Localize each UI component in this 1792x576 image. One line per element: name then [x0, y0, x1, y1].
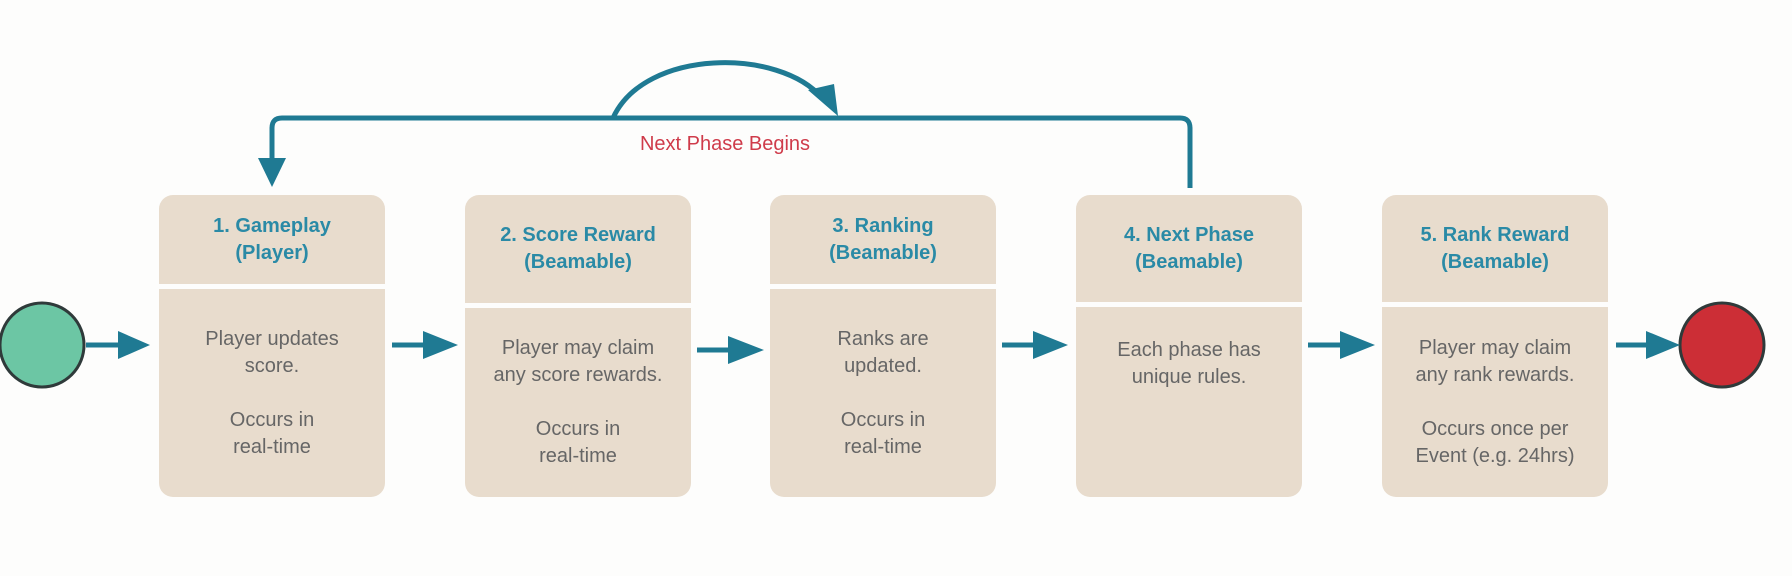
flow-arrow-4-head	[1033, 331, 1068, 359]
step-body-line3: Occurs in	[229, 408, 315, 431]
step-body-line4: real-time	[539, 445, 617, 467]
step-box-ranking: 3. Ranking (Beamable) Ranks are updated.…	[770, 195, 996, 497]
step-title-line2: (Beamable)	[829, 241, 937, 264]
step-body-line2: updated.	[844, 354, 922, 377]
loop-arrowhead	[258, 158, 286, 187]
step-title-line1: 4. Next Phase	[1123, 223, 1255, 246]
step-body-line3: Occurs in	[840, 408, 926, 431]
flow-arrow-5-head	[1340, 331, 1375, 359]
step-body-line4: real-time	[844, 435, 922, 458]
step-body-line3: Occurs once per	[1421, 417, 1569, 440]
step-title: 2. Score Reward (Beamable)	[465, 195, 691, 303]
end-node	[1678, 301, 1766, 389]
step-title-line2: (Beamable)	[524, 251, 632, 273]
step-body-line1: Player updates	[205, 327, 339, 350]
loop-arc	[610, 60, 824, 120]
step-title-line2: (Beamable)	[1135, 250, 1243, 273]
flow-arrow-3-head	[728, 336, 764, 364]
loop-label: Next Phase Begins	[639, 133, 811, 155]
step-title: 3. Ranking (Beamable)	[770, 195, 996, 284]
loop-arc-arrowhead	[808, 84, 838, 116]
step-title-line1: 3. Ranking	[832, 214, 934, 237]
step-divider	[465, 303, 691, 308]
step-body-line2: unique rules.	[1131, 366, 1247, 388]
step-body-line1: Each phase has	[1117, 339, 1261, 361]
step-body-line1: Player may claim	[501, 337, 655, 359]
step-title: 1. Gameplay (Player)	[159, 195, 385, 284]
step-title-line1: 5. Rank Reward	[1420, 223, 1570, 246]
step-title: 4. Next Phase (Beamable)	[1076, 195, 1302, 302]
step-box-gameplay: 1. Gameplay (Player) Player updates scor…	[159, 195, 385, 497]
step-body-line2: any score rewards.	[493, 364, 663, 386]
step-title-line1: 1. Gameplay	[213, 214, 331, 237]
step-box-next-phase: 4. Next Phase (Beamable) Each phase has …	[1076, 195, 1302, 497]
step-body-line2: any rank rewards.	[1415, 363, 1575, 386]
step-title-line2: (Player)	[235, 241, 309, 264]
step-divider	[1382, 302, 1608, 307]
start-node	[0, 301, 86, 389]
step-body-line3: Occurs in	[535, 418, 621, 440]
step-body-line2: score.	[244, 354, 300, 377]
step-body: Player may claim any score rewards. Occu…	[465, 308, 691, 497]
step-body: Each phase has unique rules.	[1076, 307, 1302, 497]
flow-arrow-1-head	[118, 331, 150, 359]
step-body-line4: real-time	[233, 435, 311, 458]
step-body: Player updates score. Occurs in real-tim…	[159, 289, 385, 497]
flow-arrow-6-head	[1646, 331, 1680, 359]
step-divider	[159, 284, 385, 289]
loop-connector	[269, 115, 1193, 188]
step-body-line4: Event (e.g. 24hrs)	[1415, 444, 1575, 467]
step-box-rank-reward: 5. Rank Reward (Beamable) Player may cla…	[1382, 195, 1608, 497]
step-title-line1: 2. Score Reward	[500, 224, 656, 246]
step-box-score-reward: 2. Score Reward (Beamable) Player may cl…	[465, 195, 691, 497]
step-body: Ranks are updated. Occurs in real-time	[770, 289, 996, 497]
step-divider	[1076, 302, 1302, 307]
step-divider	[770, 284, 996, 289]
step-title: 5. Rank Reward (Beamable)	[1382, 195, 1608, 302]
step-body-line1: Player may claim	[1418, 336, 1572, 359]
flow-arrow-2-head	[423, 331, 458, 359]
step-body: Player may claim any rank rewards. Occur…	[1382, 307, 1608, 497]
step-title-line2: (Beamable)	[1441, 250, 1549, 273]
step-body-line1: Ranks are	[837, 327, 929, 350]
